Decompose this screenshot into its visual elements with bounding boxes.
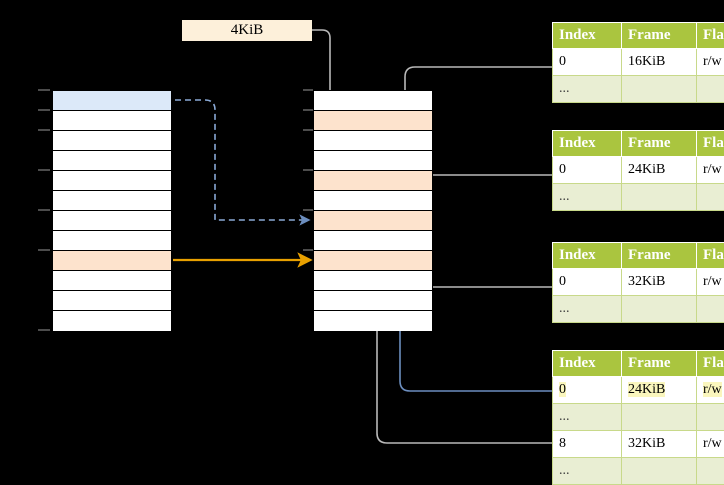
table-row[interactable]: 8 32KiB r/w xyxy=(553,431,724,458)
wire-virtual-page-to-frame xyxy=(175,100,305,220)
page-table-level-4: Index Frame Flags 0 24KiB r/w ... 8 32Ki… xyxy=(552,350,724,485)
page-table-level-2: Index Frame Flags 0 24KiB r/w ... xyxy=(552,130,724,211)
cell-index: 0 xyxy=(553,269,622,296)
table-row[interactable]: 0 32KiB r/w xyxy=(553,269,724,296)
cell-frame: 24KiB xyxy=(622,157,697,184)
column-header-flags: Flags xyxy=(697,23,724,49)
cell-index: ... xyxy=(553,296,622,323)
frame-row[interactable] xyxy=(314,111,432,131)
frame-row[interactable] xyxy=(314,311,432,331)
page-table-level-3: Index Frame Flags 0 32KiB r/w ... xyxy=(552,242,724,323)
table-row[interactable]: ... xyxy=(553,458,724,485)
cell-flags xyxy=(697,184,724,211)
cell-flags: r/w xyxy=(697,157,724,184)
virtual-address-space-column xyxy=(52,90,172,330)
frame-row[interactable] xyxy=(314,291,432,311)
frame-row[interactable] xyxy=(314,131,432,151)
cell-index: 0 xyxy=(553,377,622,404)
page-table-level-1: Index Frame Flags 0 16KiB r/w ... xyxy=(552,22,724,103)
table-row[interactable]: ... xyxy=(553,184,724,211)
frame-row[interactable] xyxy=(314,251,432,271)
memory-row[interactable] xyxy=(53,151,171,171)
cell-index: ... xyxy=(553,184,622,211)
row-tick-marks-middle xyxy=(303,90,313,250)
memory-row[interactable] xyxy=(53,311,171,331)
cell-flags: r/w xyxy=(697,269,724,296)
cell-frame xyxy=(622,76,697,103)
table-row[interactable]: 0 16KiB r/w xyxy=(553,49,724,76)
frame-row[interactable] xyxy=(314,231,432,251)
cell-flags: r/w xyxy=(697,431,724,458)
cell-frame-text: 24KiB xyxy=(628,382,665,397)
column-header-flags: Flags xyxy=(697,243,724,269)
cell-frame: 32KiB xyxy=(622,269,697,296)
physical-memory-column xyxy=(313,90,433,330)
column-header-index: Index xyxy=(553,23,622,49)
cell-flags-text: r/w xyxy=(703,382,722,397)
frame-row[interactable] xyxy=(314,211,432,231)
column-header-flags: Flags xyxy=(697,131,724,157)
cell-index: 0 xyxy=(553,157,622,184)
frame-row[interactable] xyxy=(314,271,432,291)
memory-row[interactable] xyxy=(53,211,171,231)
table-row[interactable]: 0 24KiB r/w xyxy=(553,377,724,404)
cell-index: 0 xyxy=(553,49,622,76)
size-label: 4KiB xyxy=(182,20,312,41)
table-row[interactable]: ... xyxy=(553,404,724,431)
memory-row[interactable] xyxy=(53,111,171,131)
frame-row[interactable] xyxy=(314,171,432,191)
column-header-index: Index xyxy=(553,351,622,377)
frame-row[interactable] xyxy=(314,91,432,111)
memory-row[interactable] xyxy=(53,191,171,211)
cell-frame: 24KiB xyxy=(622,377,697,404)
frame-row[interactable] xyxy=(314,191,432,211)
column-header-frame: Frame xyxy=(622,351,697,377)
cell-index: 8 xyxy=(553,431,622,458)
memory-row[interactable] xyxy=(53,251,171,271)
memory-row[interactable] xyxy=(53,131,171,151)
cell-flags xyxy=(697,76,724,103)
cell-flags: r/w xyxy=(697,49,724,76)
cell-frame: 16KiB xyxy=(622,49,697,76)
cell-flags xyxy=(697,458,724,485)
column-header-frame: Frame xyxy=(622,131,697,157)
cell-frame xyxy=(622,404,697,431)
cell-index: ... xyxy=(553,76,622,103)
column-header-frame: Frame xyxy=(622,23,697,49)
frame-row[interactable] xyxy=(314,151,432,171)
table-header-row: Index Frame Flags xyxy=(553,131,724,157)
cell-index: ... xyxy=(553,458,622,485)
table-row[interactable]: ... xyxy=(553,76,724,103)
row-tick-marks xyxy=(38,90,50,330)
cell-flags xyxy=(697,404,724,431)
column-header-frame: Frame xyxy=(622,243,697,269)
table-row[interactable]: 0 24KiB r/w xyxy=(553,157,724,184)
memory-row[interactable] xyxy=(53,171,171,191)
cell-frame xyxy=(622,184,697,211)
memory-row[interactable] xyxy=(53,291,171,311)
cell-flags xyxy=(697,296,724,323)
cell-frame xyxy=(622,296,697,323)
cell-frame xyxy=(622,458,697,485)
cell-frame: 32KiB xyxy=(622,431,697,458)
memory-row[interactable] xyxy=(53,271,171,291)
cell-index: ... xyxy=(553,404,622,431)
memory-row[interactable] xyxy=(53,231,171,251)
table-row[interactable]: ... xyxy=(553,296,724,323)
column-header-index: Index xyxy=(553,131,622,157)
table-header-row: Index Frame Flags xyxy=(553,351,724,377)
table-header-row: Index Frame Flags xyxy=(553,243,724,269)
table-header-row: Index Frame Flags xyxy=(553,23,724,49)
cell-flags: r/w xyxy=(697,377,724,404)
memory-row[interactable] xyxy=(53,91,171,111)
column-header-index: Index xyxy=(553,243,622,269)
cell-index-text: 0 xyxy=(559,382,566,397)
column-header-flags: Flags xyxy=(697,351,724,377)
